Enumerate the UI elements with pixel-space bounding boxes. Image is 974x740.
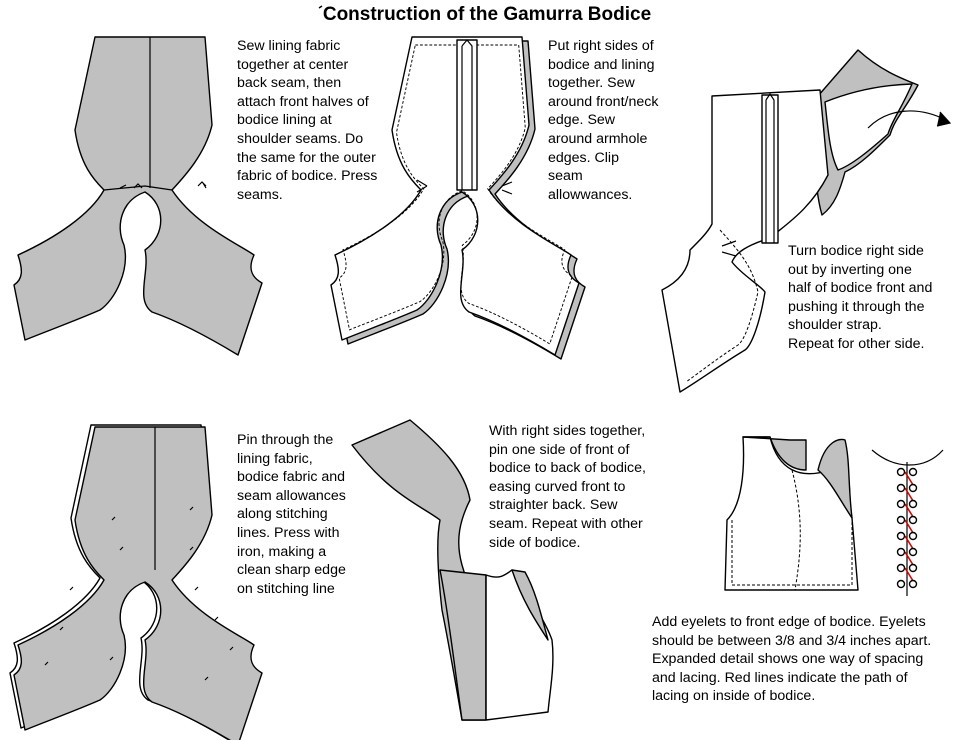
panel-4-pinned-lining — [9, 424, 263, 740]
step-2-caption: Put right sides of bodice and lining tog… — [548, 38, 659, 203]
curved-arrow-icon — [867, 110, 947, 129]
step-6-caption: Add eyelets to front edge of bodice. Eye… — [652, 614, 932, 705]
eyelet-lacing — [896, 467, 918, 589]
step-3-caption: Turn bodice right side out by inverting … — [788, 243, 933, 352]
diagram-title: Construction of the Gamurra Bodice — [322, 4, 652, 25]
step-1-caption: Sew lining fabric together at center bac… — [237, 38, 378, 203]
panel-5-side-seam — [351, 419, 554, 721]
panel-2-sewn-edges — [318, 5, 586, 360]
panel-1-joined-lining — [13, 36, 263, 356]
step-5-caption: With right sides together, pin one side … — [489, 423, 646, 551]
step-4-caption: Pin through the lining fabric, bodice fa… — [237, 432, 346, 597]
panel-6-finished-bodice — [724, 436, 944, 596]
panel-3-turning-bodice — [661, 49, 952, 393]
